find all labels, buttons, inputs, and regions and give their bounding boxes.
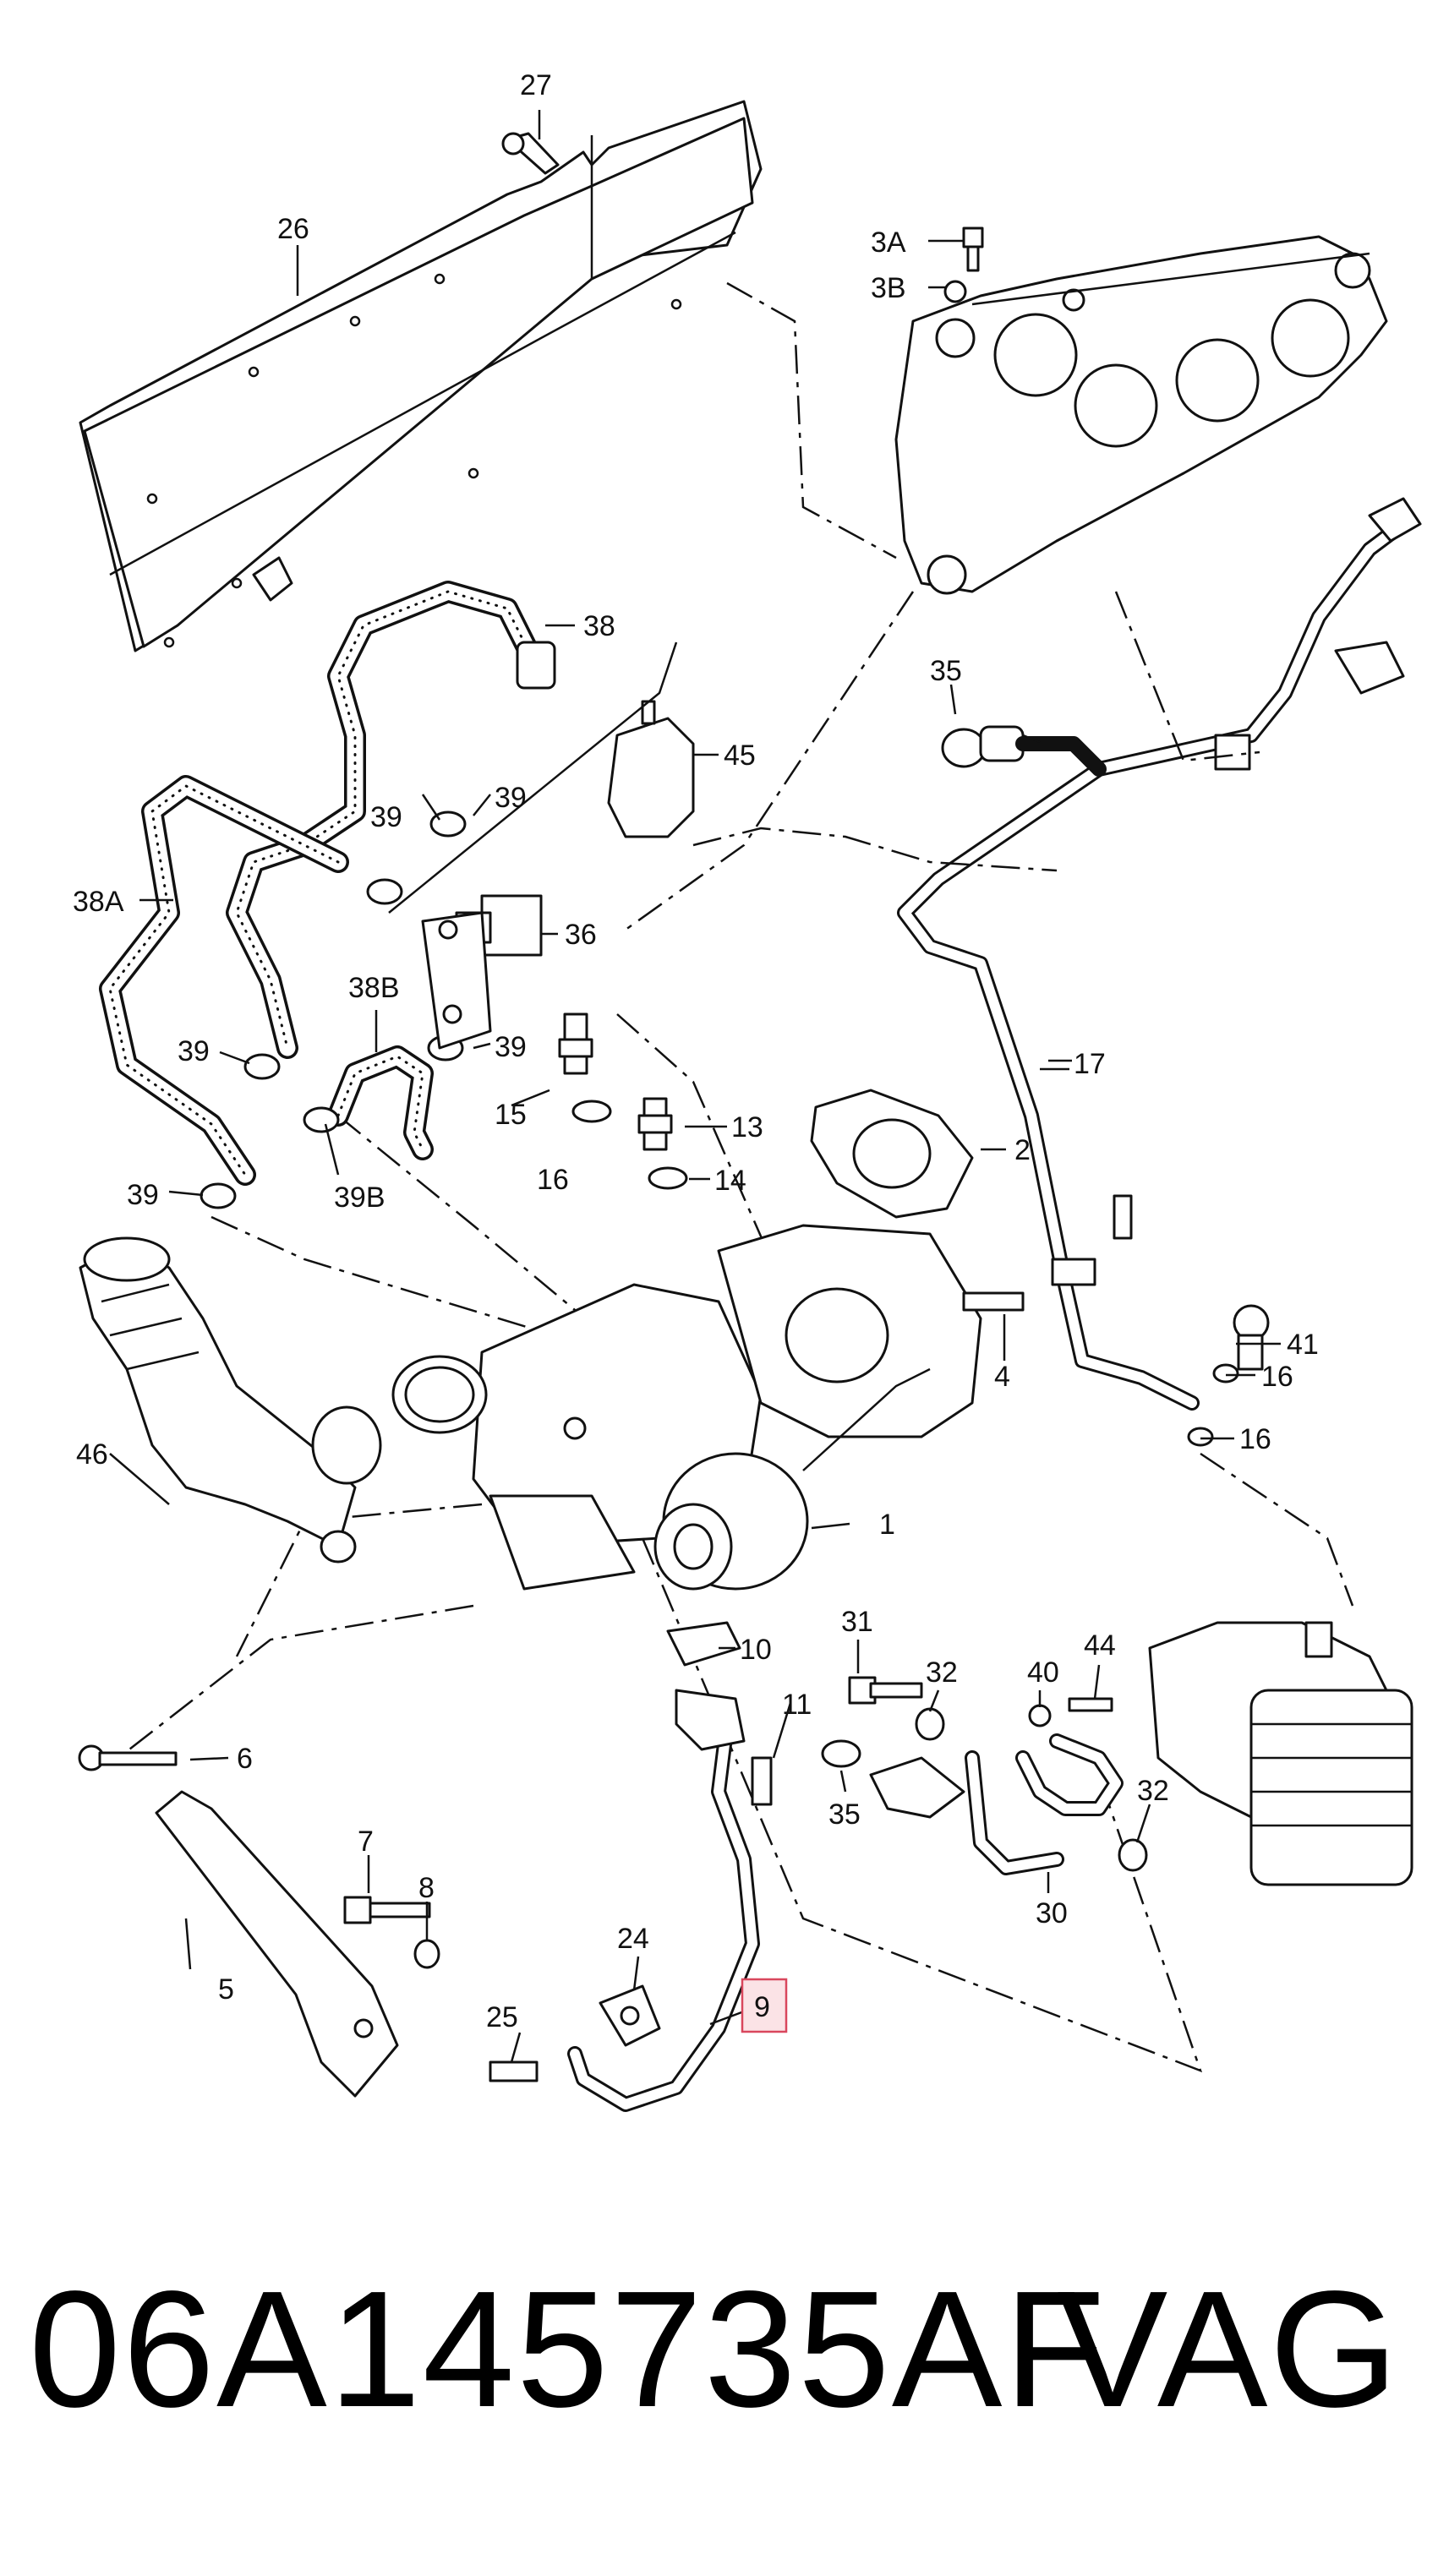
sensor-13: [637, 1097, 673, 1151]
callout-39d: 39: [495, 1031, 527, 1063]
callout-7: 7: [358, 1826, 374, 1858]
callout-39b-label: 39B: [334, 1182, 385, 1214]
washer-3b: [943, 280, 967, 303]
bolt-11: [751, 1756, 773, 1806]
callout-32b: 32: [1137, 1775, 1169, 1807]
callout-16a: 16: [537, 1164, 569, 1196]
callout-17: 17: [1074, 1048, 1106, 1080]
seal-16: [571, 1100, 612, 1123]
hose-38: [226, 581, 556, 1059]
callout-41: 41: [1287, 1329, 1319, 1361]
oil-supply-pipe-17: [897, 497, 1422, 1411]
callout-5: 5: [218, 1973, 234, 2006]
callout-3a: 3A: [871, 226, 906, 259]
callout-4: 4: [994, 1361, 1010, 1393]
callout-2: 2: [1014, 1134, 1031, 1166]
washer-16b: [1212, 1363, 1239, 1384]
part-number: 06A145735AF: [29, 2257, 1107, 2442]
bolt-near-17: [1113, 1194, 1133, 1240]
callout-35-bottom: 35: [828, 1798, 861, 1831]
callout-39a: 39: [370, 801, 402, 833]
flange-25: [489, 2060, 539, 2082]
callout-25: 25: [486, 2001, 518, 2033]
callout-14: 14: [714, 1165, 746, 1197]
stud-4: [962, 1291, 1025, 1312]
oil-filter-housing: [1148, 1621, 1413, 1886]
callout-8: 8: [418, 1872, 435, 1904]
gasket-24: [599, 1984, 661, 2047]
clamp-near-turbo: [391, 1355, 488, 1434]
gasket-10: [666, 1621, 741, 1667]
gasket-2: [810, 1089, 974, 1219]
brand-name: VAG: [1057, 2257, 1400, 2442]
callout-36: 36: [565, 919, 597, 951]
pipe-30: [869, 1733, 1124, 1875]
leader-lines: [109, 110, 1281, 2063]
callout-38b: 38B: [348, 972, 400, 1004]
washer-8: [413, 1939, 440, 1969]
callout-9: 9: [754, 1991, 770, 2023]
washer-32a: [915, 1707, 945, 1741]
callout-39c: 39: [178, 1035, 210, 1067]
callout-3b: 3B: [871, 272, 906, 304]
air-hose-46: [79, 1236, 382, 1564]
oil-pipe-9: [567, 1689, 760, 2112]
callout-44: 44: [1084, 1629, 1116, 1662]
mount-45: [607, 700, 695, 838]
bolts-31-40-44: [848, 1676, 1113, 1727]
callout-46: 46: [76, 1438, 108, 1471]
bolt-27: [501, 132, 560, 175]
turbocharger-1: [472, 1224, 982, 1591]
callout-38: 38: [583, 610, 615, 642]
part-number-caption: 06A145735AF VAG: [29, 2265, 1415, 2434]
callout-32a: 32: [926, 1656, 958, 1689]
callout-30: 30: [1036, 1897, 1068, 1929]
callout-15: 15: [495, 1099, 527, 1131]
solenoid-valve-36: [421, 894, 543, 1050]
banjo-bolt-41: [1233, 1304, 1270, 1371]
callout-11: 11: [782, 1689, 812, 1721]
callout-1: 1: [879, 1509, 895, 1541]
bolt-3a: [962, 226, 984, 272]
hose-fitting-35-top: [941, 725, 1107, 777]
callout-35-top: 35: [930, 655, 962, 687]
bolt-6: [78, 1744, 178, 1771]
callout-9-highlight-box: [741, 1978, 788, 2033]
seal-14: [648, 1166, 688, 1190]
hose-38a: [99, 775, 349, 1186]
hose-38b: [327, 1045, 434, 1160]
heat-shield: [79, 100, 763, 652]
washer-16c: [1187, 1427, 1214, 1447]
bolt-7: [343, 1896, 431, 1924]
callout-labels: 27 26 3A 3B 35 38 45 39 39 38A 36 38B 39…: [73, 69, 1319, 2033]
sensor-15: [558, 1012, 593, 1075]
exhaust-manifold: [894, 235, 1388, 595]
callout-31: 31: [841, 1606, 873, 1638]
callout-39e: 39: [127, 1179, 159, 1211]
callout-38a: 38A: [73, 886, 124, 918]
callout-16c: 16: [1239, 1423, 1271, 1455]
callout-26: 26: [277, 213, 309, 245]
callout-45: 45: [724, 740, 756, 772]
callout-39b: 39: [495, 782, 527, 814]
callout-13: 13: [731, 1111, 763, 1143]
exploded-parts-diagram: 27 26 3A 3B 35 38 45 39 39 38A 36 38B 39…: [73, 69, 1422, 2112]
callout-27: 27: [520, 69, 552, 101]
callout-40: 40: [1027, 1656, 1059, 1689]
bracket-5: [155, 1790, 399, 2098]
callout-6: 6: [237, 1743, 253, 1775]
callout-10: 10: [740, 1634, 772, 1666]
callout-24: 24: [617, 1923, 649, 1955]
callout-16b: 16: [1261, 1361, 1293, 1393]
washer-32b: [1118, 1838, 1148, 1872]
clamp-35: [821, 1739, 861, 1768]
